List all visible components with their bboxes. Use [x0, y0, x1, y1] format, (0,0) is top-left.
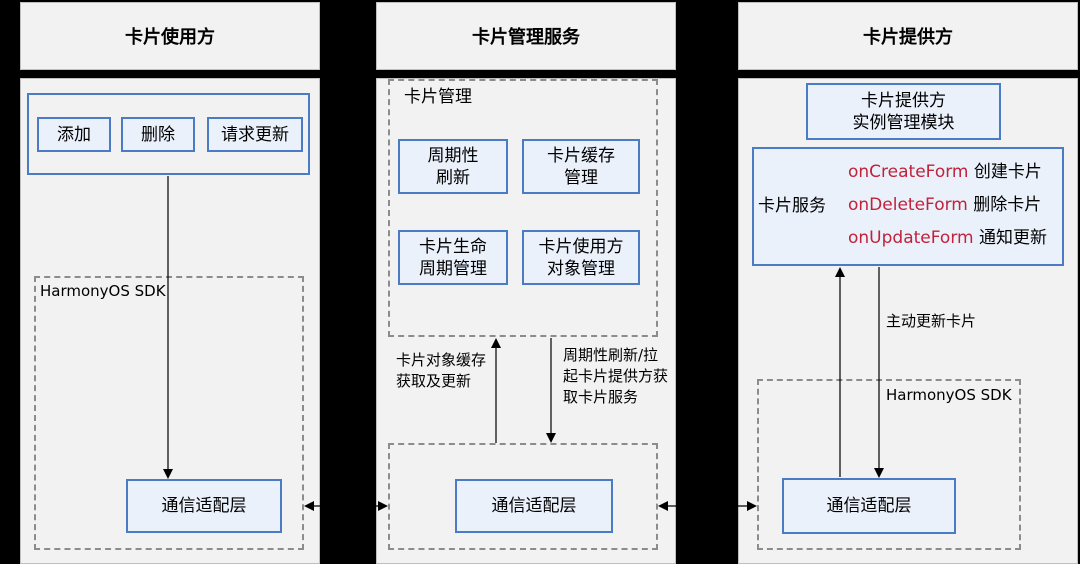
user-sdk-label: HarmonyOS SDK	[40, 282, 166, 300]
service-adapter-layer: 通信适配层	[455, 479, 613, 533]
delete-button-label: 删除	[141, 124, 175, 145]
user-column-header: 卡片使用方	[20, 2, 320, 70]
card-management-region	[388, 79, 658, 337]
periodic-refresh-module: 周期性 刷新	[398, 139, 508, 194]
user-sdk-region	[34, 276, 304, 550]
card-service-label: 卡片服务	[758, 196, 826, 216]
active-update-card-label: 主动更新卡片	[886, 312, 977, 330]
provider-sdk-label: HarmonyOS SDK	[886, 386, 1012, 404]
periodic-refresh-provider-label: 周期性刷新/拉 起卡片提供方获 取卡片服务	[563, 346, 669, 406]
provider-adapter-layer: 通信适配层	[782, 478, 956, 534]
on-create-form-desc: 创建卡片	[973, 162, 1042, 182]
card-service-box	[752, 147, 1064, 266]
on-update-form-desc: 通知更新	[978, 228, 1047, 248]
on-delete-form-desc: 删除卡片	[973, 195, 1042, 215]
service-adapter-label: 通信适配层	[491, 496, 577, 516]
cache-fetch-update-label: 卡片对象缓存 获取及更新	[396, 351, 487, 390]
on-delete-form-api: onDeleteForm	[848, 195, 968, 215]
add-button-label: 添加	[57, 124, 91, 145]
card-management-label: 卡片管理	[404, 87, 472, 107]
user-adapter-label: 通信适配层	[161, 496, 247, 516]
on-create-form-api: onCreateForm	[848, 162, 969, 182]
provider-adapter-label: 通信适配层	[826, 496, 912, 516]
service-column-title: 卡片管理服务	[472, 27, 580, 48]
callback-update: onUpdateForm 通知更新	[848, 228, 1047, 249]
add-button: 添加	[37, 117, 111, 152]
provider-column-header: 卡片提供方	[738, 2, 1078, 70]
delete-button: 删除	[121, 117, 195, 152]
service-column-header: 卡片管理服务	[376, 2, 676, 70]
service-adapter-region	[388, 443, 658, 550]
card-cache-module: 卡片缓存 管理	[522, 139, 640, 194]
on-update-form-api: onUpdateForm	[848, 228, 974, 248]
callback-create: onCreateForm 创建卡片	[848, 162, 1042, 183]
request-update-button-label: 请求更新	[221, 124, 289, 145]
provider-sdk-region	[757, 379, 1021, 550]
request-update-button: 请求更新	[207, 117, 303, 152]
provider-column-title: 卡片提供方	[863, 27, 953, 48]
provider-instance-module: 卡片提供方 实例管理模块	[806, 83, 1001, 140]
user-object-management-module: 卡片使用方 对象管理	[522, 230, 640, 285]
user-adapter-layer: 通信适配层	[126, 479, 282, 533]
callback-delete: onDeleteForm 删除卡片	[848, 195, 1041, 216]
user-column-title: 卡片使用方	[125, 27, 215, 48]
lifecycle-management-module: 卡片生命 周期管理	[398, 230, 508, 285]
